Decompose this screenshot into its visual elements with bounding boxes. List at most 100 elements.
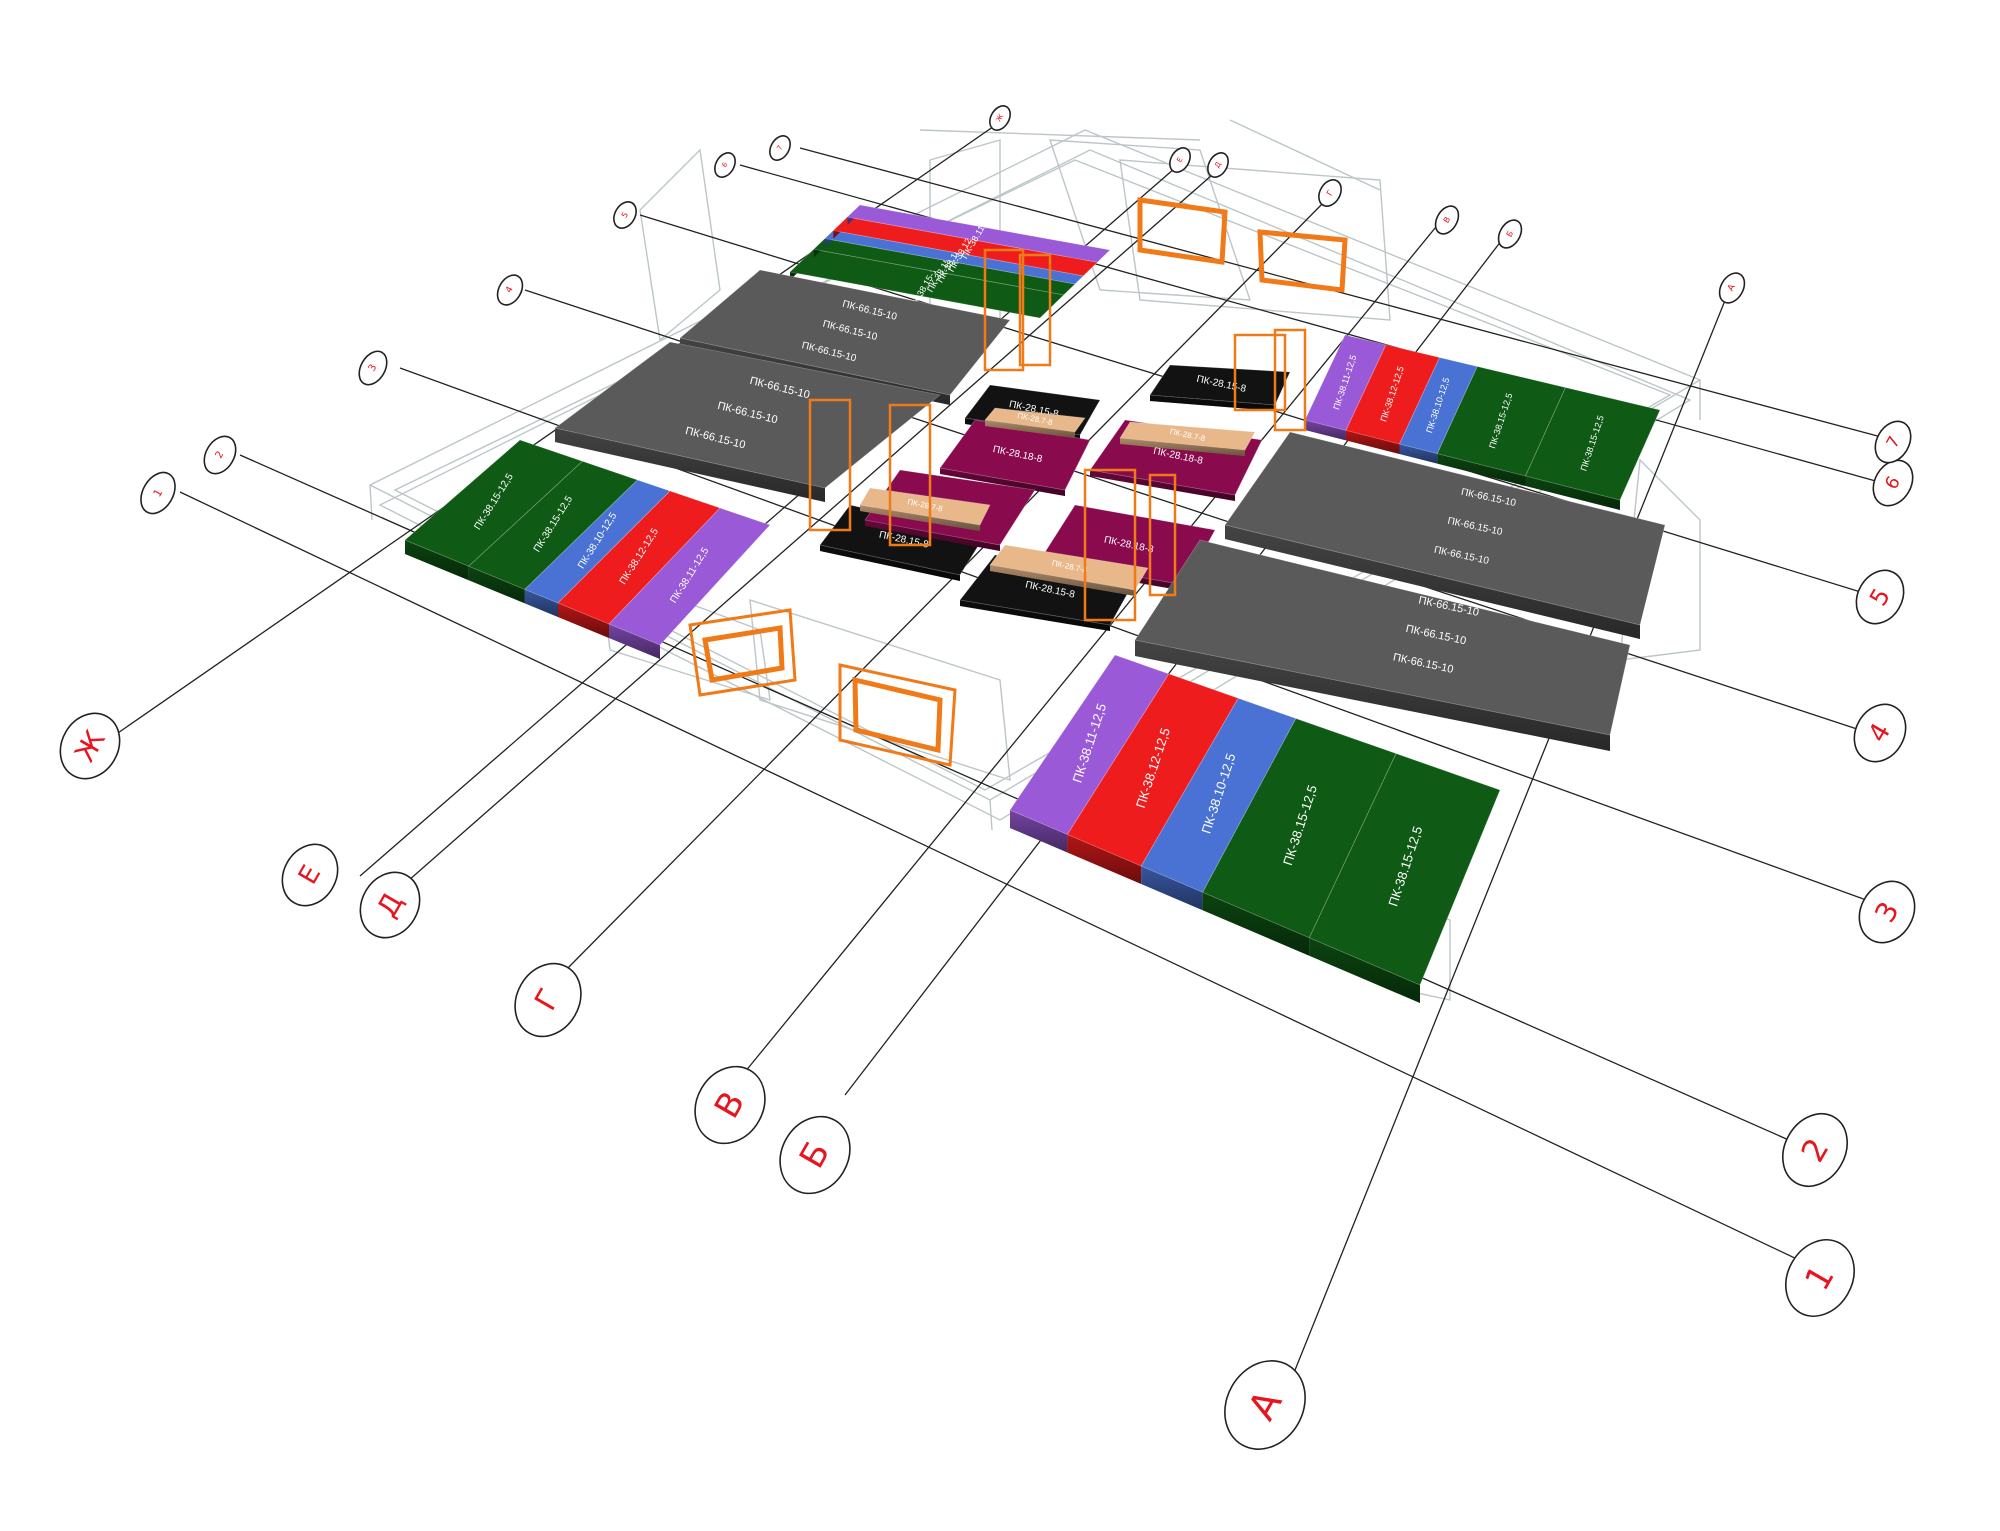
slab-front-right-red-1: ПК-38.12-12,5 [1066, 673, 1239, 884]
slab-front-left-green-0: ПК-38.15-12,5 [404, 439, 584, 581]
slab-front-left-blue-2-edge-shade [524, 589, 558, 617]
slab-front-right-red-1-edge-shade [1067, 834, 1142, 884]
slab-right-gray-front-edge-shade [1135, 640, 1610, 751]
slab-back-right-green-4-face [1524, 387, 1661, 501]
axis-bubble-left-6-label: 6 [720, 161, 729, 169]
axis-bubble-back-4-circle [1207, 152, 1229, 178]
axis-bubble-front-1: Б [779, 1115, 851, 1195]
axis-bubble-left-2: 2 [203, 435, 237, 475]
axis-bubble-right-4-circle [1853, 703, 1907, 763]
slab-left-gray-front-edge-shade [555, 428, 825, 502]
axis-bubble-front-5: Е [281, 843, 339, 907]
axis-bubble-left-7-circle [769, 135, 791, 161]
slab-front-left-red-3-edge-shade [558, 603, 609, 638]
slab-front-right-purple-0: ПК-38.11-12,5 [1009, 654, 1170, 853]
slab-right-gray-front [1134, 539, 1631, 751]
slab-front-left-green-1-edge-shade [468, 566, 525, 604]
slab-front-right-green-3-edge-shade [1202, 892, 1310, 956]
axis-bubble-front-5-circle [281, 843, 339, 907]
slab-center-tan-11-face [989, 544, 1149, 591]
slab-back-right-green-4: ПК-38.15-12,5 [1524, 387, 1661, 510]
slab-center-maroon-4-edge-shade [940, 468, 1065, 496]
slab-right-gray-back-face [1224, 431, 1666, 626]
axis-bubble-front-3-circle [514, 962, 582, 1038]
slab-center-tan-8-edge-shade [985, 420, 1075, 438]
slab-center-black-3-edge-shade [960, 600, 1110, 631]
axis-bubble-back-1: Б [1497, 219, 1523, 249]
slab-back-right-blue-2-edge-shade [1399, 444, 1438, 464]
slab-center-tan-9-face [1119, 421, 1256, 451]
slab-front-right-blue-2-edge-shade [1141, 866, 1203, 911]
slab-front-left-purple-4-edge-shade [609, 624, 660, 659]
axis-bubble-front-3: Г [514, 962, 582, 1038]
slab-front-left-purple-4-face [608, 507, 771, 646]
axis-bubble-left-1: 1 [140, 471, 176, 515]
slab-center-tan-8-face [984, 407, 1086, 433]
slab-back-right-green-4-edge-shade [1525, 476, 1620, 510]
axis-bubble-left-2-circle [203, 435, 237, 475]
axis-bubble-left-3-circle [358, 350, 388, 386]
axis-bubble-back-3-label: Г [1325, 189, 1335, 198]
slab-front-right-blue-2: ПК-38.10-12,5 [1140, 697, 1297, 911]
window-frame-back-2 [1257, 229, 1348, 293]
axis-bubble-left-5-label: 5 [620, 211, 630, 220]
axis-bubble-left-4-circle [496, 274, 524, 306]
axis-bubble-front-4: Д [359, 871, 421, 939]
axis-bubble-back-0: А [1718, 272, 1746, 304]
orange-frames [688, 197, 1348, 767]
slab-center-black-1-edge-shade [1150, 395, 1275, 411]
axis-bubble-back-2-label: В [1442, 215, 1453, 224]
slab-front-left-purple-4: ПК-38.11-12,5 [608, 507, 771, 659]
slab-center-black-2-edge-shade [820, 545, 960, 581]
slab-left-gray-front-face [554, 341, 941, 489]
slab-back-right-purple-0-edge-shade [1305, 420, 1346, 441]
slab-front-right-green-4-edge-shade [1309, 937, 1420, 1003]
axis-bubble-right-7: 7 [1874, 420, 1912, 464]
axis-bubble-left-2-label: 2 [214, 449, 227, 460]
axis-bubble-back-2: В [1434, 205, 1460, 235]
axis-bubble-front-6-circle [59, 712, 121, 780]
axis-bubble-front-0-circle [1224, 1360, 1306, 1450]
axis-bubble-back-0-circle [1718, 272, 1746, 304]
axis-bubble-left-7-label: 7 [775, 144, 784, 152]
window-frame-front-center [838, 663, 957, 767]
slab-front-left-red-3: ПК-38.12-12,5 [557, 490, 721, 638]
slab-center-tan-9: ПК-28.7-8 [1119, 421, 1256, 456]
axis-bubble-back-5-circle [1169, 147, 1191, 173]
axis-bubble-back-5: Е [1169, 147, 1191, 173]
axis-bubble-back-4-label: Д [1213, 160, 1223, 169]
slab-front-left-green-0-edge-shade [405, 540, 469, 581]
axis-bubble-front-0: А [1224, 1360, 1306, 1450]
axis-bubble-right-3: 3 [1858, 880, 1916, 944]
axis-bubble-right-5: 5 [1855, 569, 1905, 625]
slab-left-gray-front [554, 341, 941, 502]
axis-bubble-right-2: 2 [1782, 1113, 1848, 1187]
slab-center-maroon-5-edge-shade [1090, 470, 1235, 501]
axis-bubble-back-6: Ж [989, 105, 1011, 131]
slab-front-right-green-3: ПК-38.15-12,5 [1202, 717, 1397, 956]
window-frame-back-1 [1137, 197, 1228, 265]
window-frame-front-left [688, 608, 797, 697]
slab-back-left-purple-4-face [846, 204, 1111, 263]
axis-bubble-left-5: 5 [613, 201, 637, 229]
axis-bubble-right-5-circle [1855, 569, 1905, 625]
axis-bubble-right-6: 6 [1872, 459, 1914, 507]
axis-bubble-right-4: 4 [1853, 703, 1907, 763]
slab-back-right-blue-2: ПК-38.10-12,5 [1398, 357, 1478, 464]
slab-center-black-1-face [1149, 364, 1291, 406]
axis-bubble-right-1: 1 [1785, 1239, 1855, 1317]
slab-front-right-green-4: ПК-38.15-12,5 [1308, 753, 1501, 1003]
slab-back-right-green-3-edge-shade [1437, 453, 1526, 486]
axis-bubble-back-3: Г [1318, 179, 1342, 207]
slab-front-right-purple-0-edge-shade [1010, 810, 1068, 853]
slab-center-black-1: ПК-28.15-8 [1149, 364, 1291, 411]
axis-bubble-front-2-circle [694, 1065, 766, 1145]
slab-center-tan-11: ПК-28.7-8 [989, 544, 1149, 596]
axis-bubble-right-7-circle [1874, 420, 1912, 464]
axis-bubble-front-2: В [694, 1065, 766, 1145]
axis-bubble-left-7: 7 [769, 135, 791, 161]
slab-center-tan-9-edge-shade [1120, 438, 1245, 456]
axis-bubble-left-4: 4 [496, 274, 524, 306]
